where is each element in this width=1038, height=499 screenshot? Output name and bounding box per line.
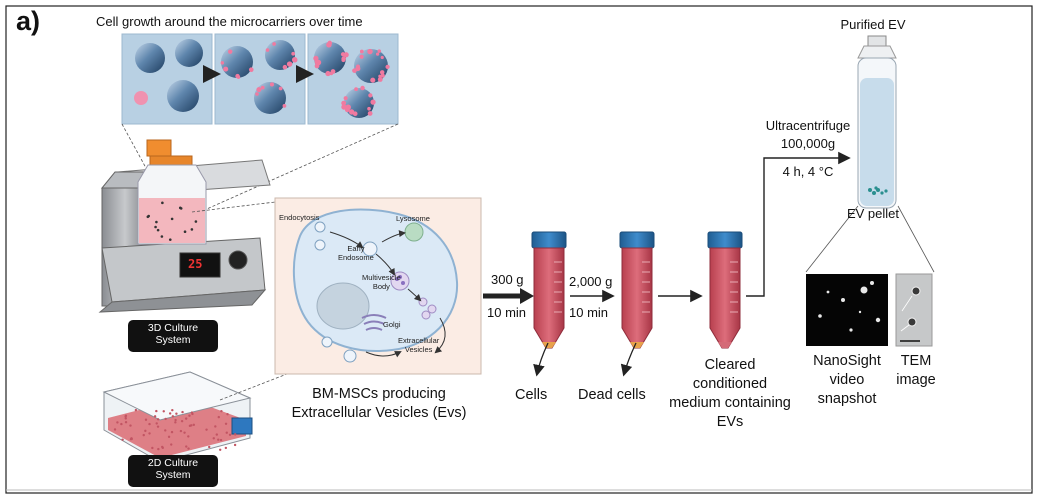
cell-caption-line1: BM-MSCs producing: [312, 386, 446, 402]
culture-3d-label-line1: 3D Culture: [147, 322, 199, 334]
culture-3d-label-line2: System: [155, 334, 191, 346]
tem-line1: TEM: [900, 353, 932, 369]
ultra-line1: Ultracentrifuge: [765, 118, 851, 133]
label-endocytosis: Endocytosis: [279, 213, 320, 222]
label-golgi: Golgi: [383, 320, 401, 329]
output-dead-cells: Dead cells: [578, 387, 646, 403]
cleared-line2: conditioned: [692, 376, 768, 392]
spin2-speed: 2,000 g: [569, 274, 613, 289]
cell-caption-line2: Extracellular Vesicles (Evs): [291, 405, 467, 421]
nanosight-line3: snapshot: [817, 391, 877, 407]
microcarrier-panels: [121, 33, 399, 125]
cleared-line1: Cleared: [704, 357, 756, 373]
microcarrier-title: Cell growth around the microcarriers ove…: [96, 14, 363, 29]
culture-2d-label-line2: System: [155, 469, 191, 481]
culture-2d-label-line1: 2D Culture: [147, 457, 199, 469]
cleared-line4: EVs: [716, 414, 744, 430]
ultracentrifuge-tube: [857, 35, 897, 209]
nanosight-image: [806, 274, 888, 346]
falcon-tube-3: [707, 231, 743, 349]
output-cells: Cells: [515, 387, 548, 403]
nanosight-line1: NanoSight: [813, 353, 881, 369]
spin2-time: 10 min: [569, 305, 609, 320]
falcon-tube-2: [619, 231, 655, 349]
culture-2d-badge: 2D Culture System: [128, 455, 218, 487]
label-lysosome: Lysosome: [396, 214, 430, 223]
ultra-line2: 100,000g: [780, 136, 836, 151]
tem-image: [895, 273, 933, 347]
nanosight-line2: video: [829, 372, 865, 388]
culture-3d-badge: 3D Culture System: [128, 320, 218, 352]
culture-flask-2d: [102, 371, 253, 463]
stirrer-display: 25: [188, 257, 203, 271]
falcon-tube-1: [531, 231, 567, 349]
label-multivesicle-body: Multivesicle Body: [362, 273, 401, 291]
panel-letter: a): [16, 6, 41, 36]
label-early-endosome: Early Endosome: [338, 244, 374, 262]
purified-ev-label: Purified EV: [840, 17, 906, 32]
stirrer-device: [98, 139, 271, 313]
ev-pellet-label: EV pellet: [846, 206, 900, 221]
cell-illustration: [274, 197, 482, 375]
spin1-speed: 300 g: [491, 272, 524, 287]
cleared-line3: medium containing: [669, 395, 791, 411]
label-extracellular-vesicles: Extracellular Vesicles: [398, 336, 440, 354]
spin1-time: 10 min: [487, 305, 527, 320]
tem-line2: image: [896, 372, 936, 388]
ultra-conditions: 4 h, 4 °C: [782, 164, 834, 179]
